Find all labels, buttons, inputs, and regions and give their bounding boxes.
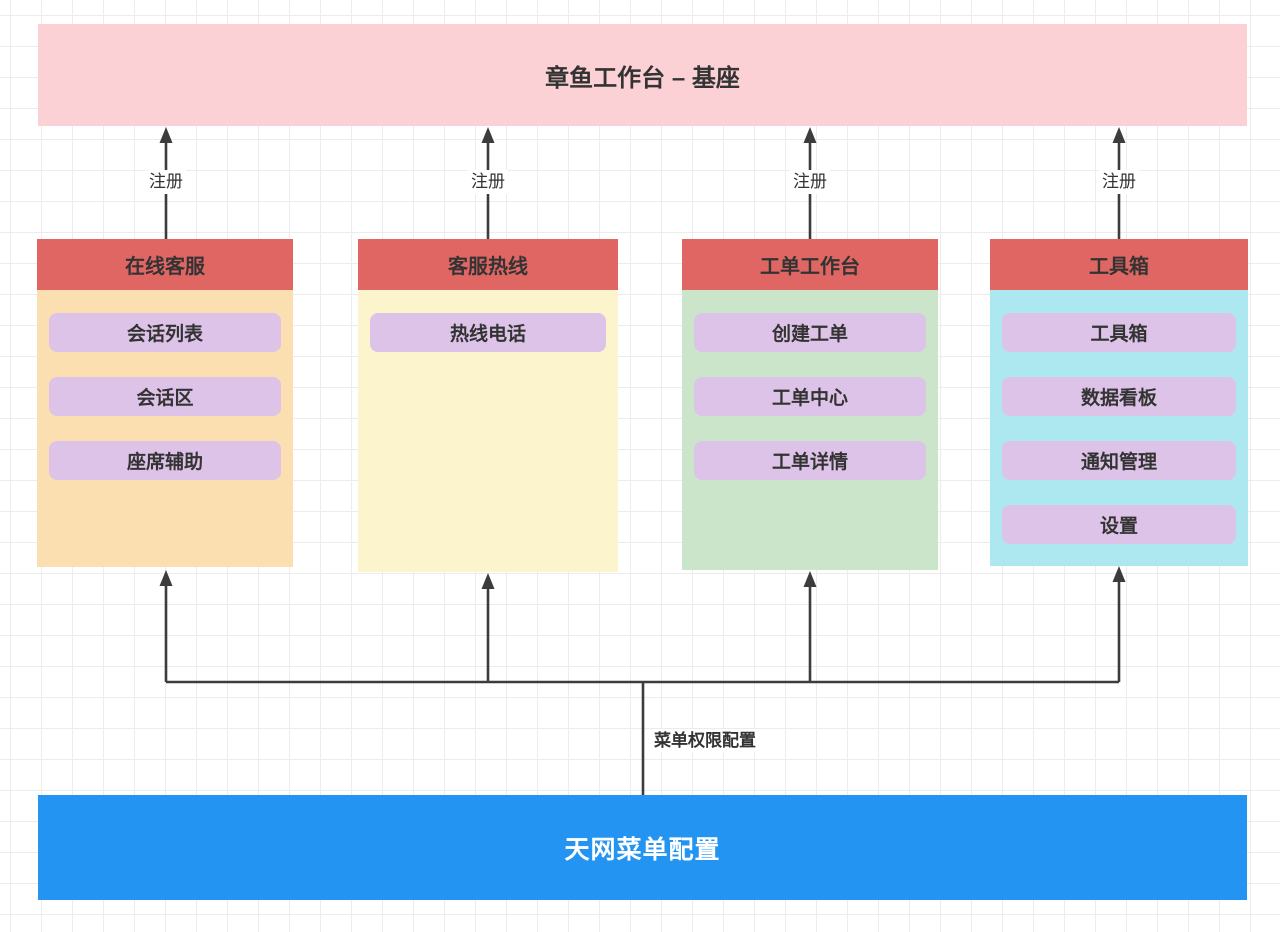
module-menu-item: 会话列表 — [49, 313, 281, 352]
module-menu-item: 会话区 — [49, 377, 281, 416]
register-label: 注册 — [146, 170, 186, 194]
register-label: 注册 — [468, 170, 508, 194]
base-platform-banner: 章鱼工作台 – 基座 — [38, 24, 1247, 126]
module-header: 工具箱 — [990, 239, 1248, 290]
menu-config-connector — [159, 566, 1126, 795]
skynet-menu-title: 天网菜单配置 — [564, 835, 721, 864]
module-menu-item: 座席辅助 — [49, 441, 281, 480]
module-menu-item: 工单中心 — [694, 377, 926, 416]
module-card-hotline: 客服热线 热线电话 — [358, 239, 618, 572]
module-body: 创建工单 工单中心 工单详情 — [682, 290, 938, 570]
register-label: 注册 — [790, 170, 830, 194]
base-platform-title: 章鱼工作台 – 基座 — [545, 64, 740, 92]
module-body: 工具箱 数据看板 通知管理 设置 — [990, 290, 1248, 566]
module-header: 在线客服 — [37, 239, 293, 290]
module-menu-item: 通知管理 — [1002, 441, 1236, 480]
module-header: 工单工作台 — [682, 239, 938, 290]
module-body: 热线电话 — [358, 290, 618, 572]
module-menu-item: 热线电话 — [370, 313, 606, 352]
module-menu-item: 创建工单 — [694, 313, 926, 352]
skynet-menu-banner: 天网菜单配置 — [38, 795, 1247, 900]
module-menu-item: 工单详情 — [694, 441, 926, 480]
module-card-online-service: 在线客服 会话列表 会话区 座席辅助 — [37, 239, 293, 567]
menu-permission-label: 菜单权限配置 — [651, 729, 759, 752]
module-card-toolbox: 工具箱 工具箱 数据看板 通知管理 设置 — [990, 239, 1248, 566]
module-body: 会话列表 会话区 座席辅助 — [37, 290, 293, 567]
module-header: 客服热线 — [358, 239, 618, 290]
module-menu-item: 工具箱 — [1002, 313, 1236, 352]
module-card-ticket-workbench: 工单工作台 创建工单 工单中心 工单详情 — [682, 239, 938, 570]
module-menu-item: 数据看板 — [1002, 377, 1236, 416]
module-menu-item: 设置 — [1002, 505, 1236, 544]
register-label: 注册 — [1099, 170, 1139, 194]
